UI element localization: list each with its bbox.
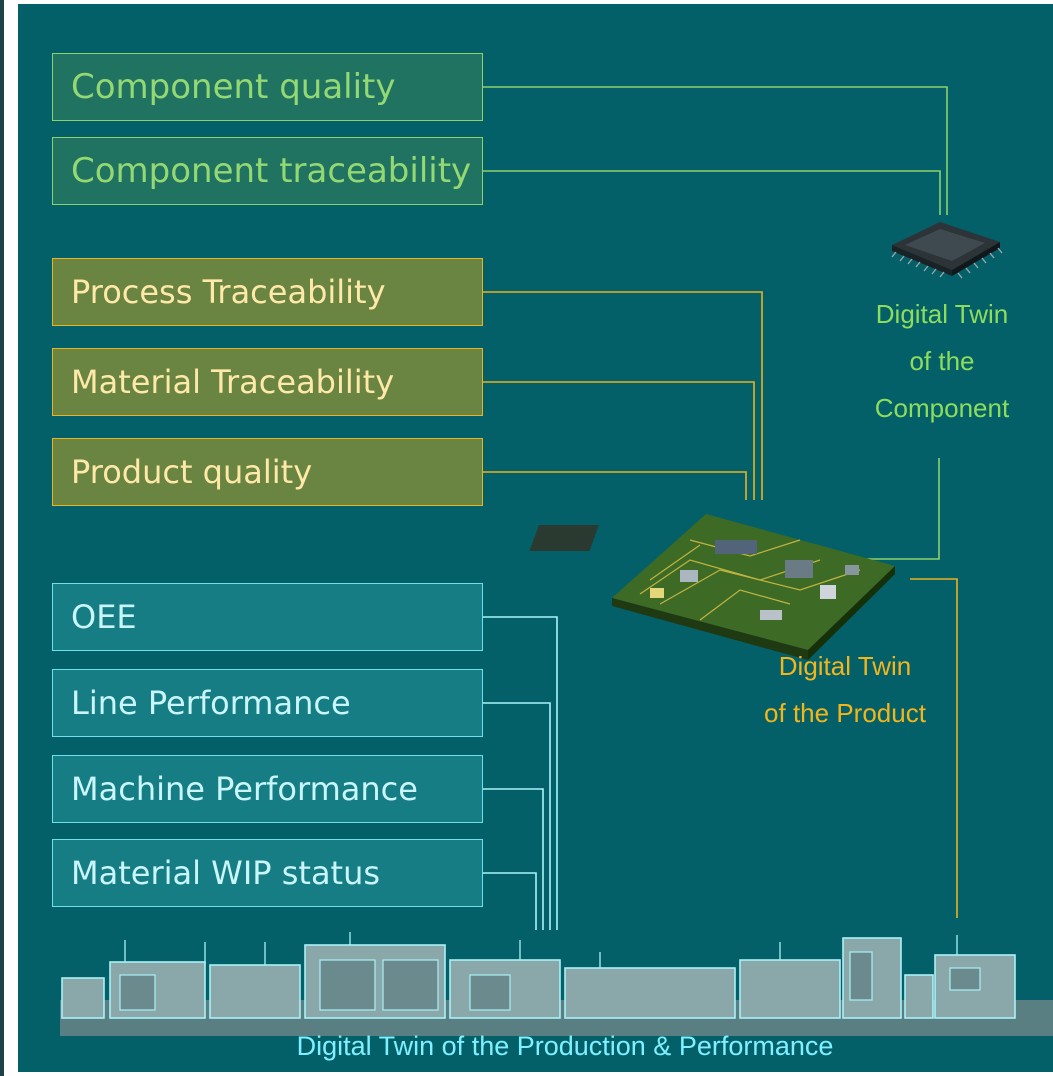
connector-machine-performance xyxy=(483,788,544,930)
metric-box-component-quality: Component quality xyxy=(52,53,483,121)
product-twin-label: Digital Twin of the Product xyxy=(730,643,960,737)
metric-box-line-performance: Line Performance xyxy=(52,669,483,737)
metric-label: Component quality xyxy=(71,67,396,107)
connector-process-traceability xyxy=(483,291,763,500)
connector-oee xyxy=(483,616,558,930)
metric-box-material-wip-status: Material WIP status xyxy=(52,839,483,907)
product-connectors xyxy=(483,291,958,918)
connector-component-traceability xyxy=(483,170,941,215)
connector-product-to-line xyxy=(910,578,958,918)
metric-label: Line Performance xyxy=(71,684,351,722)
page-left-border xyxy=(0,0,18,1076)
metric-label: Product quality xyxy=(71,453,313,491)
connector-material-traceability xyxy=(483,381,755,500)
component-twin-line-2: of the xyxy=(909,345,975,376)
metric-box-product-quality: Product quality xyxy=(52,438,483,506)
component-twin-label: Digital Twin of the Component xyxy=(852,291,1032,431)
metric-box-machine-performance: Machine Performance xyxy=(52,755,483,823)
metric-box-material-traceability: Material Traceability xyxy=(52,348,483,416)
metric-box-oee: OEE xyxy=(52,583,483,651)
product-twin-line-2: of the Product xyxy=(764,697,926,728)
metric-box-process-traceability: Process Traceability xyxy=(52,258,483,326)
metric-label: Process Traceability xyxy=(71,273,386,311)
metric-label: Machine Performance xyxy=(71,770,418,808)
metric-box-component-traceability: Component traceability xyxy=(52,137,483,205)
component-twin-line-3: Component xyxy=(874,392,1010,423)
metric-label: OEE xyxy=(71,598,137,636)
connector-material-wip xyxy=(483,872,537,930)
connector-component-quality xyxy=(483,86,948,215)
metric-label: Material WIP status xyxy=(71,854,381,892)
connector-product-quality xyxy=(483,471,747,500)
production-line-icon xyxy=(60,932,1053,1036)
production-twin-label: Digital Twin of the Production & Perform… xyxy=(296,1031,834,1061)
circuit-board-icon xyxy=(529,514,895,660)
connector-line-performance xyxy=(483,702,551,930)
metric-label: Component traceability xyxy=(71,151,472,191)
component-twin-line-1: Digital Twin xyxy=(875,299,1009,329)
component-connectors xyxy=(483,86,948,560)
metric-label: Material Traceability xyxy=(71,363,395,401)
connector-component-to-board xyxy=(855,458,940,560)
performance-connectors xyxy=(483,616,558,930)
microchip-icon xyxy=(891,222,1003,279)
product-twin-line-1: Digital Twin xyxy=(778,651,912,681)
left-edge-stripe xyxy=(0,0,4,1076)
